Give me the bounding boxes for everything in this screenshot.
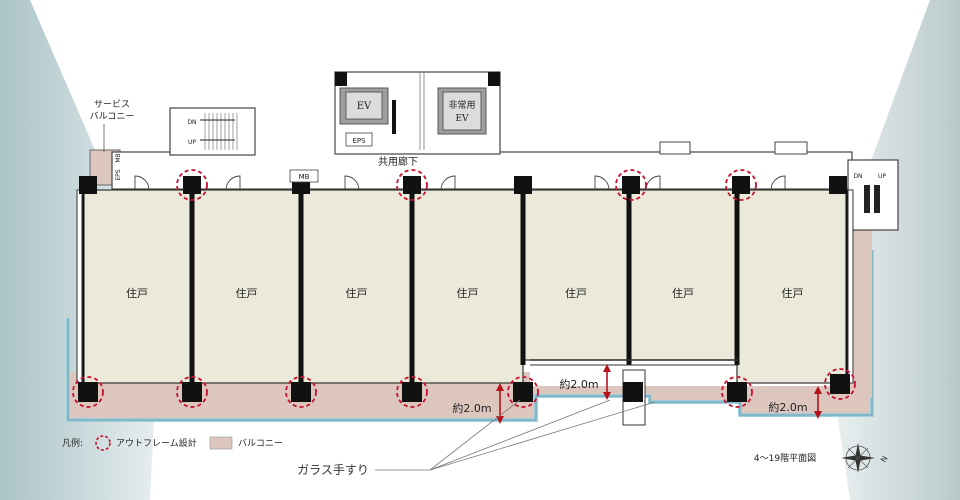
column-bottom-4 (402, 382, 422, 402)
legend: 凡例: アウトフレーム設計 バルコニー (62, 435, 283, 451)
ev-label: EV (357, 101, 372, 112)
compass-north-label: N (879, 454, 890, 464)
door-swing-7 (770, 175, 786, 191)
unit-7 (736, 189, 849, 384)
glass-rail-label: ガラス手すり (297, 463, 369, 477)
column-layer (78, 176, 850, 402)
unit-layer: 住戸 住戸 住戸 住戸 住戸 住戸 住戸 (76, 189, 854, 384)
partition-wall (626, 190, 632, 365)
unit-4 (411, 189, 524, 384)
outframe-marker-2 (396, 169, 428, 201)
glass-rail-leader (375, 399, 656, 471)
corridor-label: 共用廊下 (378, 155, 418, 168)
unit-3 (300, 189, 413, 384)
stair-right (847, 159, 899, 231)
stair-left-dn: DN (187, 119, 196, 126)
outframe-marker-10 (721, 376, 753, 408)
column-top-6 (622, 176, 640, 194)
partition-wall (298, 190, 304, 383)
floor-plan-title: 4〜19階平面図 (754, 453, 816, 464)
column-top-4 (403, 176, 421, 194)
mb-top-label: MB (299, 173, 310, 181)
elevator-core (334, 71, 501, 155)
unit-label-6: 住戸 (672, 286, 694, 300)
unit-1 (81, 189, 193, 384)
outframe-markers (72, 169, 856, 408)
eps-side-label: EPS (115, 169, 122, 180)
wall-bump-1 (659, 141, 691, 155)
left-exterior-wall (76, 189, 83, 384)
unit-5 (522, 189, 630, 361)
depth-dimension-right (814, 386, 822, 419)
unit-6 (628, 189, 738, 361)
unit-label-2: 住戸 (236, 286, 258, 300)
partition-wall (734, 190, 740, 365)
outframe-marker-9 (507, 376, 539, 408)
emergency-ev-label-1: 非常用 (448, 99, 475, 111)
service-balcony-label-1: サービス (94, 99, 130, 110)
partition-wall (189, 190, 195, 383)
unit-label-5: 住戸 (565, 286, 587, 300)
door-swing-1 (134, 175, 150, 191)
unit-label-3: 住戸 (346, 286, 368, 300)
outframe-marker-1 (176, 169, 208, 201)
outframe-marker-11 (824, 368, 856, 400)
column-bottom-3 (291, 382, 311, 402)
partition-wall (520, 190, 526, 365)
legend-title: 凡例: (62, 437, 83, 449)
outframe-marker-4 (725, 169, 757, 201)
door-swing-3 (344, 175, 360, 191)
depth-label-right: 約2.0m (768, 400, 807, 414)
wall-bump-2 (774, 141, 808, 155)
column-top-1 (79, 176, 97, 194)
stair-right-dn: DN (853, 173, 862, 180)
depth-label-left: 約2.0m (452, 401, 491, 415)
outframe-marker-3 (615, 169, 647, 201)
column-top-8 (829, 176, 847, 194)
column-bottom-8 (830, 374, 850, 394)
door-swing-4 (440, 175, 456, 191)
column-bottom-1 (78, 382, 98, 402)
legend-outframe-label: アウトフレーム設計 (116, 437, 197, 449)
outframe-marker-8 (396, 376, 428, 408)
legend-balcony-label: バルコニー (238, 438, 283, 449)
outframe-marker-6 (176, 376, 208, 408)
service-balcony-label-2: バルコニー (90, 111, 135, 122)
door-swing-5 (594, 175, 610, 191)
legend-balcony-swatch (209, 436, 233, 450)
column-bottom-7 (727, 382, 747, 402)
stair-left (169, 107, 256, 156)
stair-right-up: UP (878, 173, 886, 180)
column-bottom-5 (513, 382, 533, 402)
mb-box (289, 169, 319, 183)
unit-2 (191, 189, 302, 384)
balcony-band (66, 250, 874, 422)
legend-outframe-swatch (95, 435, 111, 451)
unit-label-7: 住戸 (782, 286, 804, 300)
door-swing-2 (225, 175, 241, 191)
column-bottom-6 (623, 382, 643, 402)
partition-wall (409, 190, 415, 383)
outframe-marker-5 (72, 376, 104, 408)
mb-side-label: MB (115, 153, 122, 162)
column-top-2 (183, 176, 201, 194)
emergency-ev-label-2: EV (455, 114, 469, 124)
depth-dimension-left (496, 383, 504, 424)
column-top-7 (732, 176, 750, 194)
outframe-marker-7 (285, 376, 317, 408)
unit-label-1: 住戸 (126, 286, 148, 300)
compass-icon (841, 443, 875, 473)
depth-dimension-mid (603, 364, 611, 400)
column-bottom-2 (182, 382, 202, 402)
stair-left-up: UP (188, 139, 196, 146)
column-top-5 (514, 176, 532, 194)
right-exterior-wall (847, 189, 854, 384)
depth-label-mid: 約2.0m (559, 377, 598, 391)
eps-top-label: EPS (352, 137, 366, 145)
unit-label-4: 住戸 (457, 286, 479, 300)
